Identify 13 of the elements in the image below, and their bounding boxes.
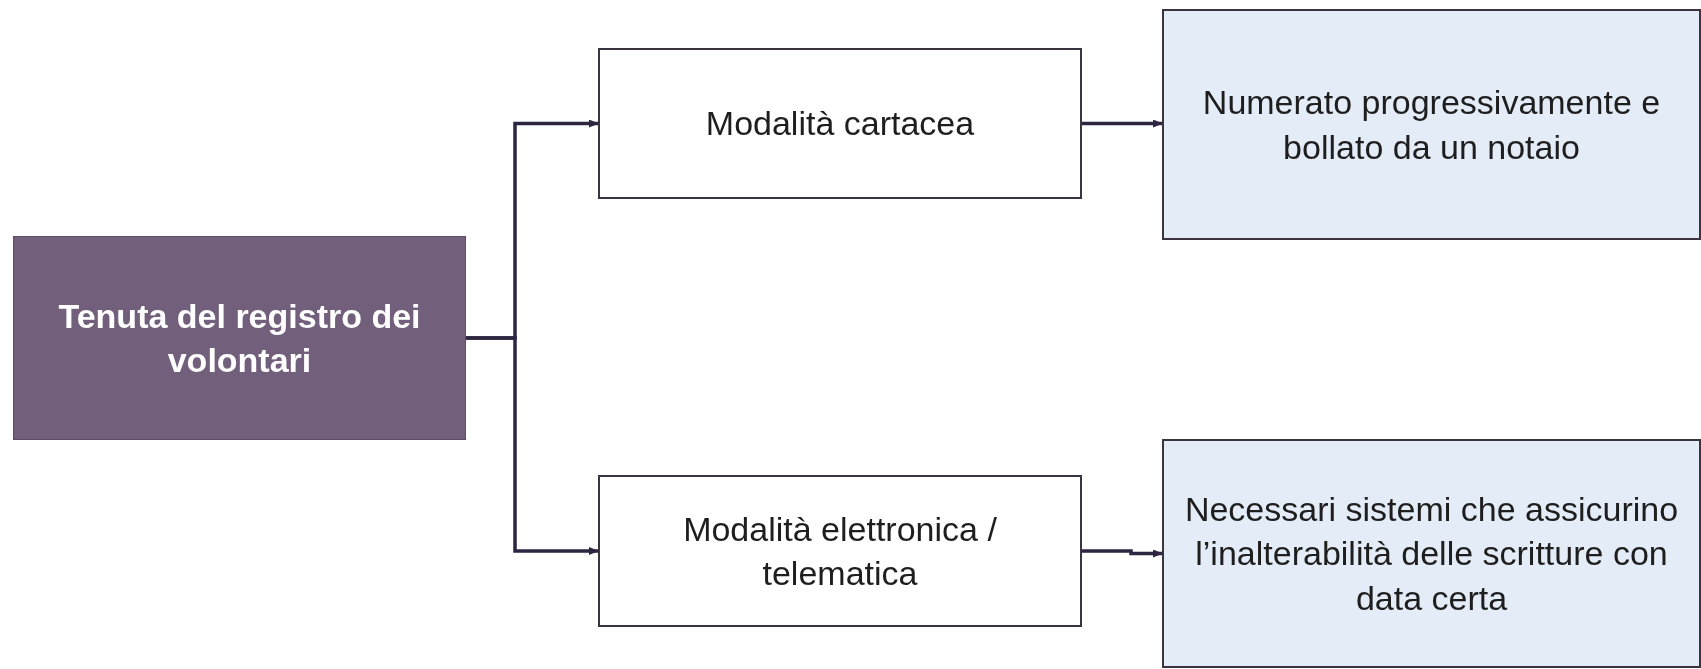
box-label: Numerato progressivamente e bollato da un notaio [1201,82,1662,168]
arrow [1082,549,1163,558]
topic-box [13,236,466,440]
process-box [598,475,1082,627]
box-label: Necessari sistemi che assicurino l’inalterabilità delle scritture con data certa [1183,489,1680,619]
process-box [598,48,1082,199]
arrow [466,336,599,555]
box-label: Modalità elettronica / telematica [682,508,998,594]
box-label: Tenuta del registro dei volontari [57,295,422,381]
result-box [1162,439,1701,668]
box-label: Modalità cartacea [704,103,976,145]
result-box [1162,9,1701,240]
arrow [1082,119,1163,128]
